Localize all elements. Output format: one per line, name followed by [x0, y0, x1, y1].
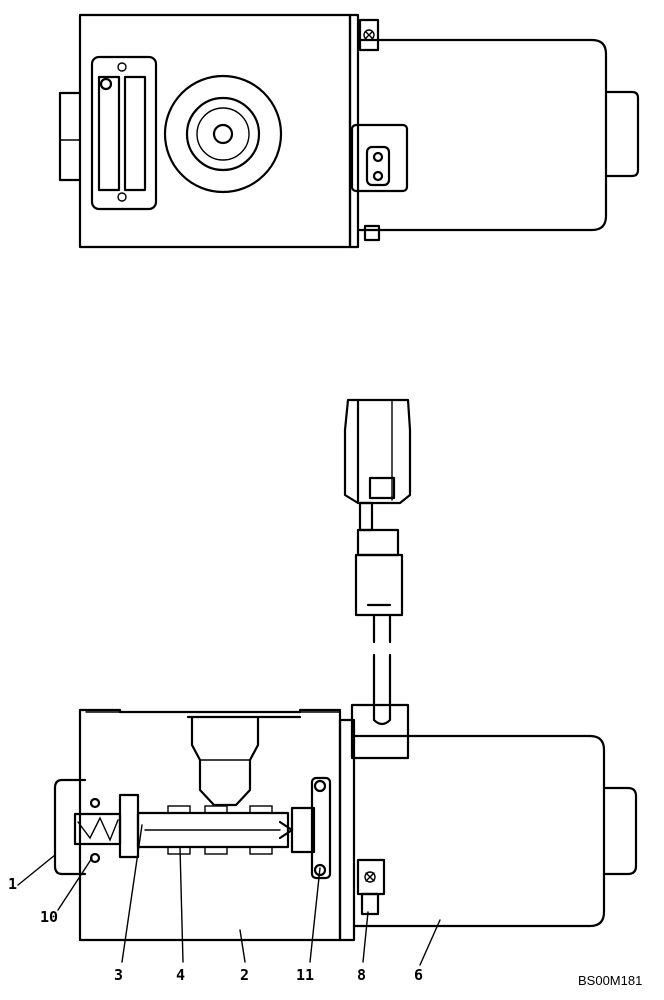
callout-labels: 1 10 3 4 2 11 8 6	[8, 875, 423, 984]
o-ring-11	[310, 776, 332, 880]
leader-2	[239, 929, 246, 963]
leader-1	[17, 854, 56, 886]
solenoid-housing	[352, 734, 606, 928]
callout-1: 1	[8, 875, 17, 893]
spring	[73, 812, 122, 846]
leader-3	[121, 824, 143, 963]
o-ring	[89, 797, 101, 809]
connector-assembly	[343, 398, 412, 707]
top-fastener	[358, 18, 380, 52]
top-connector-plate	[90, 55, 158, 211]
solenoid-connector	[350, 703, 410, 760]
connector-screw	[117, 192, 127, 202]
callout-6: 6	[414, 966, 423, 984]
end-cap	[53, 778, 87, 876]
callout-3: 3	[114, 966, 123, 984]
diagram-code: BS00M181	[578, 973, 642, 988]
connector-screw	[117, 62, 127, 72]
nut	[356, 858, 386, 896]
callout-4: 4	[176, 966, 185, 984]
top-port-boss	[58, 91, 82, 182]
callout-2: 2	[240, 966, 249, 984]
connector-marking-icon	[99, 77, 113, 91]
wire-upper	[372, 613, 392, 644]
leader-10	[57, 857, 93, 911]
leader-8	[362, 911, 369, 963]
solenoid-flange	[338, 718, 356, 942]
pilot-port	[190, 715, 260, 807]
o-ring	[89, 852, 101, 864]
top-solenoid-housing	[356, 38, 608, 232]
top-bracket	[350, 123, 409, 193]
leader-4	[179, 847, 184, 963]
section-view	[53, 703, 638, 942]
top-round-boss	[163, 74, 283, 194]
top-view	[58, 13, 640, 249]
leader-lines	[17, 824, 441, 966]
top-solenoid-cap	[604, 90, 640, 178]
wire-lower	[372, 653, 392, 707]
connector-sleeve	[356, 528, 400, 557]
callout-10: 10	[40, 908, 58, 926]
spring-seat	[118, 793, 140, 859]
connector-plug	[343, 398, 412, 505]
callout-11: 11	[296, 966, 314, 984]
gear-icon	[364, 871, 376, 883]
valve-body	[78, 708, 342, 942]
callout-8: 8	[357, 966, 366, 984]
solenoid-cap	[602, 786, 638, 876]
leader-11	[309, 867, 321, 963]
leader-6	[419, 919, 441, 966]
